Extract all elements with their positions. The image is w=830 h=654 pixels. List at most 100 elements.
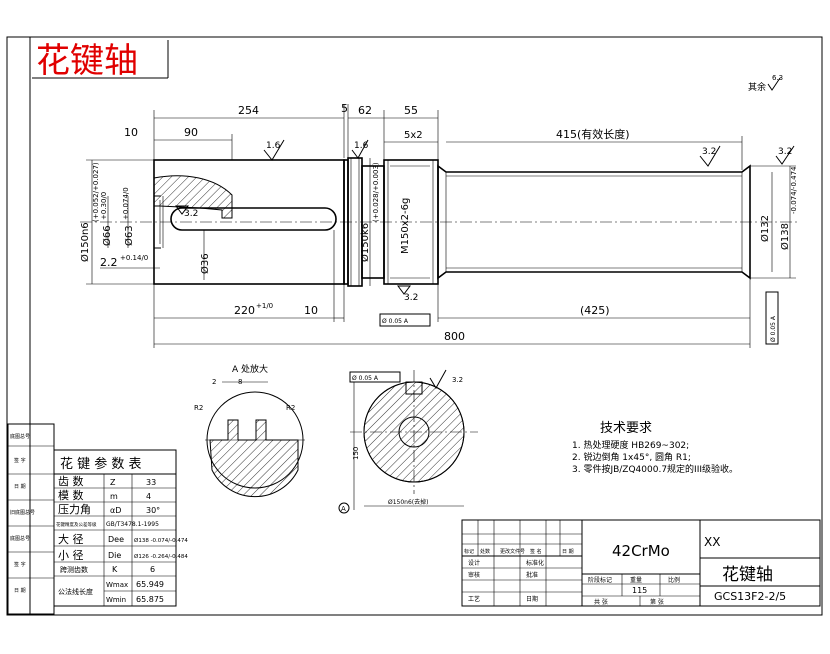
side-block-3: 日 期 xyxy=(14,484,26,490)
spline-row-8-sym: Wmin xyxy=(106,596,126,604)
spline-row-5-name: 小 径 xyxy=(58,549,84,562)
tb-label-approve: 批准 xyxy=(526,571,538,579)
spline-row-0-val: 33 xyxy=(146,478,156,487)
dimensions-middle: Ø150k6 (+0.028/+0.003) M150x2-6g Ø132 Ø1… xyxy=(359,158,798,286)
spline-row-0-sym: Z xyxy=(110,478,116,487)
tb-label-standard: 标准化 xyxy=(526,559,544,567)
spline-row-3-name: 花键精度及公差等级 xyxy=(56,521,97,528)
section-view: Ø 0.05 A 3.2 150 Ø150n6(去掉) A xyxy=(338,369,478,514)
tb-col-weight: 重量 xyxy=(630,576,642,584)
tb-label-check: 审核 xyxy=(468,571,480,579)
detail-r2a: R2 xyxy=(194,404,203,412)
dim-5x2: 5x2 xyxy=(404,130,423,141)
detail-a-view: A 处放大 2 8 R2 R2 xyxy=(194,363,305,498)
tb-col-stage: 阶段标记 xyxy=(588,576,612,584)
tech-req-item-3: 3. 零件按JB/ZQ4000.7规定的III级验收。 xyxy=(572,463,738,475)
tol-138: -0.074/-0.474 xyxy=(790,166,798,214)
title-block: 标记 处数 更改文件号 签 名 日 期 设计 标准化 审核 工艺 批准 日期 4… xyxy=(461,519,821,607)
tb-col-scale: 比例 xyxy=(668,576,680,584)
dimensions-bottom: 220 +1/0 10 (425) 800 Ø 0.05 A Ø 0.05 A xyxy=(153,230,779,348)
dia-138: Ø138 xyxy=(779,223,791,250)
tol-150k6: (+0.028/+0.003) xyxy=(372,162,380,222)
spline-table-title: 花 键 参 数 表 xyxy=(60,456,142,472)
spline-row-8-val: 65.875 xyxy=(136,595,164,604)
rough-32-d: 3.2 xyxy=(404,293,418,303)
detail-r2b: R2 xyxy=(286,404,295,412)
side-block-2: 签 字 xyxy=(14,457,26,464)
tb-mass: 115 xyxy=(632,586,647,595)
tol-66: +0.30/0 xyxy=(100,192,108,220)
dimensions-left: Ø150n6 (+0.052/+0.027) Ø66 +0.30/0 Ø63 +… xyxy=(79,159,211,285)
dim-5: 5 xyxy=(341,102,348,115)
rough-32-c: 3.2 xyxy=(184,209,198,219)
tb-sheet-total: 共 张 xyxy=(594,598,608,606)
tech-req-title: 技术要求 xyxy=(600,421,652,436)
tb-row-label-1: 处数 xyxy=(480,548,490,555)
dim-425: (425) xyxy=(580,304,610,317)
side-blocks: 底图总号 签 字 日 期 旧底图总号 底图总号 签 字 日 期 xyxy=(7,423,55,615)
spline-row-3-sym: GB/T3478.1-1995 xyxy=(106,521,159,528)
spline-row-1-name: 模 数 xyxy=(58,489,84,502)
spline-row-4-val: Ø138 -0.074/-0.474 xyxy=(134,537,188,544)
part-title-red: 花键轴 xyxy=(36,41,138,81)
tech-requirements: 技术要求 1. 热处理硬度 HB269~302; 2. 锐边倒角 1x45°, … xyxy=(572,421,738,475)
dia-132: Ø132 xyxy=(759,215,771,242)
rough-32-a: 3.2 xyxy=(702,147,716,157)
spline-row-1-sym: m xyxy=(110,492,118,501)
inner-border xyxy=(29,36,823,616)
thread-m150: M150x2-6g xyxy=(400,198,411,254)
tol-220: +1/0 xyxy=(256,302,273,310)
spline-row-7-name: 公法线长度 xyxy=(58,587,93,596)
tech-req-item-2: 2. 锐边倒角 1x45°, 圆角 R1; xyxy=(572,451,691,463)
spline-row-4-name: 大 径 xyxy=(58,532,84,546)
spline-row-5-sym: Die xyxy=(108,551,121,560)
tb-row-label-2: 更改文件号 xyxy=(500,548,525,555)
tb-drawing-no: GCS13F2-2/5 xyxy=(714,590,786,603)
dim-254: 254 xyxy=(238,104,259,117)
dim-10-top: 10 xyxy=(124,126,138,139)
tb-row-label-4: 日 期 xyxy=(562,549,574,555)
side-block-6: 签 字 xyxy=(14,561,26,568)
dim-415: 415(有效长度) xyxy=(556,127,630,141)
spline-row-2-sym: αD xyxy=(110,506,121,515)
tb-row-label-3: 签 名 xyxy=(530,548,542,555)
dimensions-top: 254 5 62 55 10 90 5x2 415(有效长度) 1.6 1.6 … xyxy=(124,102,795,303)
side-block-4: 旧底图总号 xyxy=(10,509,35,516)
spline-row-6-name: 跨测齿数 xyxy=(60,565,88,574)
spline-row-4-sym: Dee xyxy=(108,535,124,544)
section-gtol: Ø 0.05 A xyxy=(352,375,379,382)
tech-req-item-1: 1. 热处理硬度 HB269~302; xyxy=(572,439,689,451)
spline-row-7-sym: Wmax xyxy=(106,581,128,589)
spline-row-2-name: 压力角 xyxy=(58,503,91,516)
tb-row-label-0: 标记 xyxy=(464,548,474,555)
dim-10-bot: 10 xyxy=(304,304,318,317)
tol-2-2: +0.14/0 xyxy=(120,254,148,262)
tb-label-date: 日期 xyxy=(526,595,538,603)
dim-800: 800 xyxy=(444,330,465,343)
side-block-1: 底图总号 xyxy=(10,433,30,440)
dim-2-2: 2.2 xyxy=(100,256,118,269)
section-dim-150: 150 xyxy=(352,447,360,460)
section-rough: 3.2 xyxy=(452,376,463,384)
spline-row-6-sym: K xyxy=(112,565,118,574)
rough-16-a: 1.6 xyxy=(266,141,281,151)
tb-label-design: 设计 xyxy=(468,559,480,567)
detail-a-title: A 处放大 xyxy=(232,363,268,375)
tb-material: 42CrMo xyxy=(612,542,670,560)
spline-row-7-val: 65.949 xyxy=(136,580,164,589)
section-datum: A xyxy=(341,505,346,513)
shaft-main-view xyxy=(80,157,800,287)
spline-row-0-name: 齿 数 xyxy=(58,475,84,488)
tb-part-name: 花键轴 xyxy=(722,565,773,585)
rough-16-b: 1.6 xyxy=(354,141,369,151)
dim-90: 90 xyxy=(184,126,198,139)
rough-32-b: 3.2 xyxy=(778,147,792,157)
side-block-7: 日 期 xyxy=(14,588,26,594)
side-block-5: 底图总号 xyxy=(10,535,30,542)
section-dim-dia: Ø150n6(去掉) xyxy=(388,498,428,506)
spline-param-table: 花 键 参 数 表 齿 数 Z 33 模 数 m 4 压力角 αD 30° 花键… xyxy=(53,449,188,607)
tol-63: +0.074/0 xyxy=(122,187,130,220)
spline-row-1-val: 4 xyxy=(146,492,151,501)
dia-63: Ø63 xyxy=(123,225,135,246)
